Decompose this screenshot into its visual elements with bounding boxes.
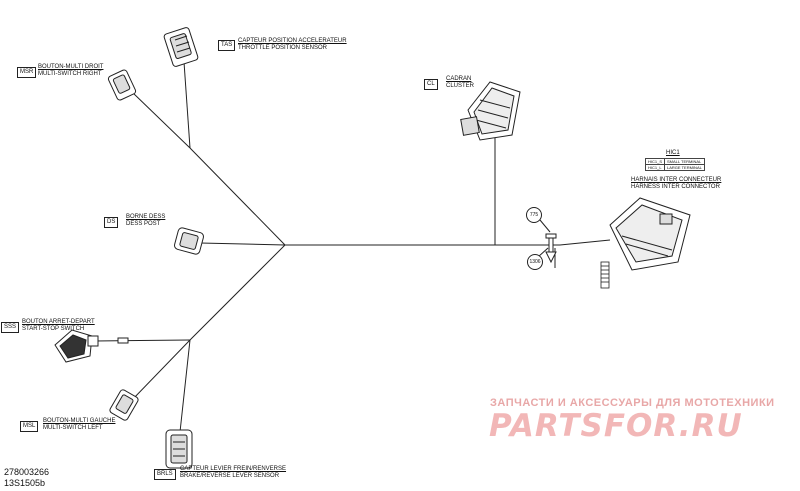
ds-name-fr: BORNE DESS [126,214,166,220]
sss-connector [54,329,129,363]
cl-name-fr: CADRAN [446,76,472,82]
msr-code-box: MSR [17,67,37,78]
branch-hic [559,239,611,246]
hic-connector [609,197,691,271]
branch-ds [199,242,286,246]
tas-code-box: TAS [218,40,236,51]
msl-name-en: MULTI-SWITCH LEFT [43,425,103,431]
msl-label: BOUTON-MULTI GAUCHE MULTI-SWITCH LEFT [43,418,115,432]
harness-tag [600,261,610,289]
callout-leader-775 [539,219,551,233]
brls-label: CAPTEUR LEVIER FREIN/RENVERSE BRAKE/REVE… [180,466,286,480]
watermark-brand: PARTSFOR.RU [489,408,743,444]
callout-1306: 1306 [527,254,543,270]
hic-code: HIC1 [666,150,680,156]
cl-connector [460,81,521,141]
sss-code-box: SSS [1,322,20,333]
brls-code-box: BRLS [154,469,176,480]
msl-connector [109,389,139,421]
tas-label: CAPTEUR POSITION ACCELERATEUR THROTTLE P… [238,38,347,52]
hic-row-desc: SMALL TERMINAL [664,158,705,165]
msr-name-en: MULTI-SWITCH RIGHT [38,71,102,77]
brls-connector [165,429,193,469]
tas-connector [163,27,199,67]
msr-connector [107,69,137,101]
brls-name-en: BRAKE/REVERSE LEVER SENSOR [180,473,280,479]
hic-label: HARNAIS INTER CONNECTEUR HARNESS INTER C… [631,177,721,191]
hic-row-pin: HIC1_S [644,158,666,165]
hic-row-desc: LARGE TERMINAL [664,164,705,171]
branch-brls [179,339,191,433]
branch-msr [131,91,191,149]
branch-main-up-left [189,147,286,246]
msr-name-fr: BOUTON-MULTI DROIT [38,64,104,70]
hic-row-small: HIC1_S SMALL TERMINAL [644,158,705,165]
branch-sss [94,339,191,342]
hic-terminal-table: HIC1_S SMALL TERMINAL HIC1_L LARGE TERMI… [644,158,705,171]
brls-name-fr: CAPTEUR LEVIER FREIN/RENVERSE [180,466,287,472]
harness-fastener [545,233,557,264]
branch-msl [131,339,191,401]
sss-label: BOUTON ARRET-DEPART START-STOP SWITCH [22,319,95,333]
hic-row-pin: HIC1_L [644,164,666,171]
tas-name-en: THROTTLE POSITION SENSOR [238,45,328,51]
msl-code-box: MSL [20,421,39,432]
cl-code-box: CL [424,79,438,90]
branch-main-down-left [189,244,286,341]
part-number: 278003266 [4,467,50,477]
watermark-tagline: ЗАПЧАСТИ И АКСЕССУАРЫ ДЛЯ МОТОТЕХНИКИ [490,397,775,409]
sss-name-en: START-STOP SWITCH [22,326,85,332]
ds-name-en: DESS POST [126,221,161,227]
ds-label: BORNE DESS DESS POST [126,214,165,228]
cl-name-en: CLUSTER [446,83,475,89]
drawing-reference: 13S1505b [4,478,46,488]
tas-name-fr: CAPTEUR POSITION ACCELERATEUR [238,38,347,44]
cl-label: CADRAN CLUSTER [446,76,474,90]
hic-name-fr: HARNAIS INTER CONNECTEUR [631,177,722,183]
hic-name-en: HARNESS INTER CONNECTOR [631,184,720,190]
callout-775: 775 [526,207,542,223]
msr-label: BOUTON-MULTI DROIT MULTI-SWITCH RIGHT [38,64,103,78]
ds-code-box: DS [104,217,119,228]
branch-tas [183,61,191,149]
sss-name-fr: BOUTON ARRET-DEPART [22,319,95,325]
ds-connector [173,227,205,255]
hic-row-large: HIC1_L LARGE TERMINAL [644,164,705,171]
msl-name-fr: BOUTON-MULTI GAUCHE [43,418,116,424]
